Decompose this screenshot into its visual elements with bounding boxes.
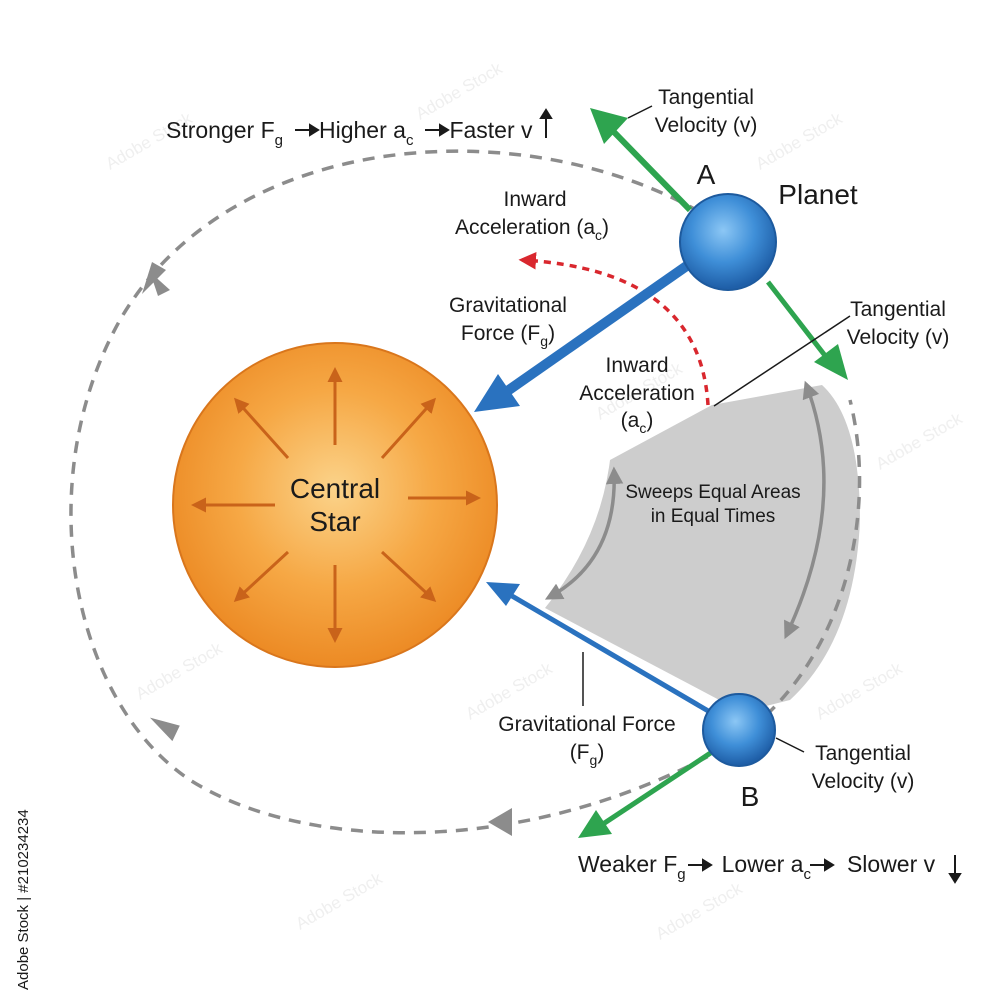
inward-mid-line3: (ac) (621, 409, 654, 436)
inward-top-line2: Acceleration (ac) (455, 216, 609, 243)
sweep-line1: Sweeps Equal Areas (625, 482, 800, 503)
gravity-arrows (474, 260, 712, 715)
velocity-arrows-a (590, 108, 848, 380)
planet-b (702, 693, 776, 767)
star-label-line2: Star (309, 506, 360, 537)
grav-a-line2: Force (Fg) (461, 322, 555, 349)
swept-area (545, 385, 860, 712)
inward-mid-line2: Acceleration (579, 382, 695, 405)
tangential-b-line2: Velocity (v) (812, 770, 915, 793)
svg-text:Adobe Stock: Adobe Stock (873, 409, 966, 474)
tangential-a2-line2: Velocity (v) (847, 326, 950, 349)
svg-text:Adobe Stock: Adobe Stock (813, 659, 906, 724)
point-b-label: B (741, 781, 760, 812)
sweep-arrows (544, 380, 826, 640)
tangential-b-line1: Tangential (815, 742, 911, 765)
leader-lines (582, 105, 851, 753)
orbit-path (69, 149, 862, 835)
svg-text:Adobe Stock: Adobe Stock (753, 109, 846, 174)
point-a-label: A (697, 159, 716, 190)
top-rule-arrows (295, 108, 553, 138)
inward-mid-line1: Inward (605, 354, 668, 377)
grav-a-line1: Gravitational (449, 294, 567, 317)
inward-acceleration-arrow (518, 252, 710, 406)
sweep-line2: in Equal Times (651, 506, 776, 527)
velocity-arrow-b (578, 749, 714, 838)
tangential-a2-line1: Tangential (850, 298, 946, 321)
planet-label: Planet (778, 179, 858, 210)
central-star: Central Star (172, 342, 498, 668)
svg-text:Adobe Stock: Adobe Stock (133, 639, 226, 704)
planet-a (679, 193, 777, 291)
svg-text:Adobe Stock: Adobe Stock (293, 869, 386, 934)
tangential-a-line1: Tangential (658, 86, 754, 109)
stock-id: Adobe Stock | #210234234 (15, 809, 32, 990)
grav-b-line2: (Fg) (570, 741, 605, 768)
bottom-rule-arrows (688, 855, 962, 884)
orbit-arrows (142, 262, 512, 836)
grav-b-line1: Gravitational Force (498, 713, 675, 736)
radiation-arrows (191, 367, 481, 643)
svg-text:Adobe Stock: Adobe Stock (413, 59, 506, 124)
tangential-a-line2: Velocity (v) (655, 114, 758, 137)
inward-top-line1: Inward (503, 188, 566, 211)
svg-text:Adobe Stock: Adobe Stock (653, 879, 746, 944)
star-label-line1: Central (290, 473, 380, 504)
